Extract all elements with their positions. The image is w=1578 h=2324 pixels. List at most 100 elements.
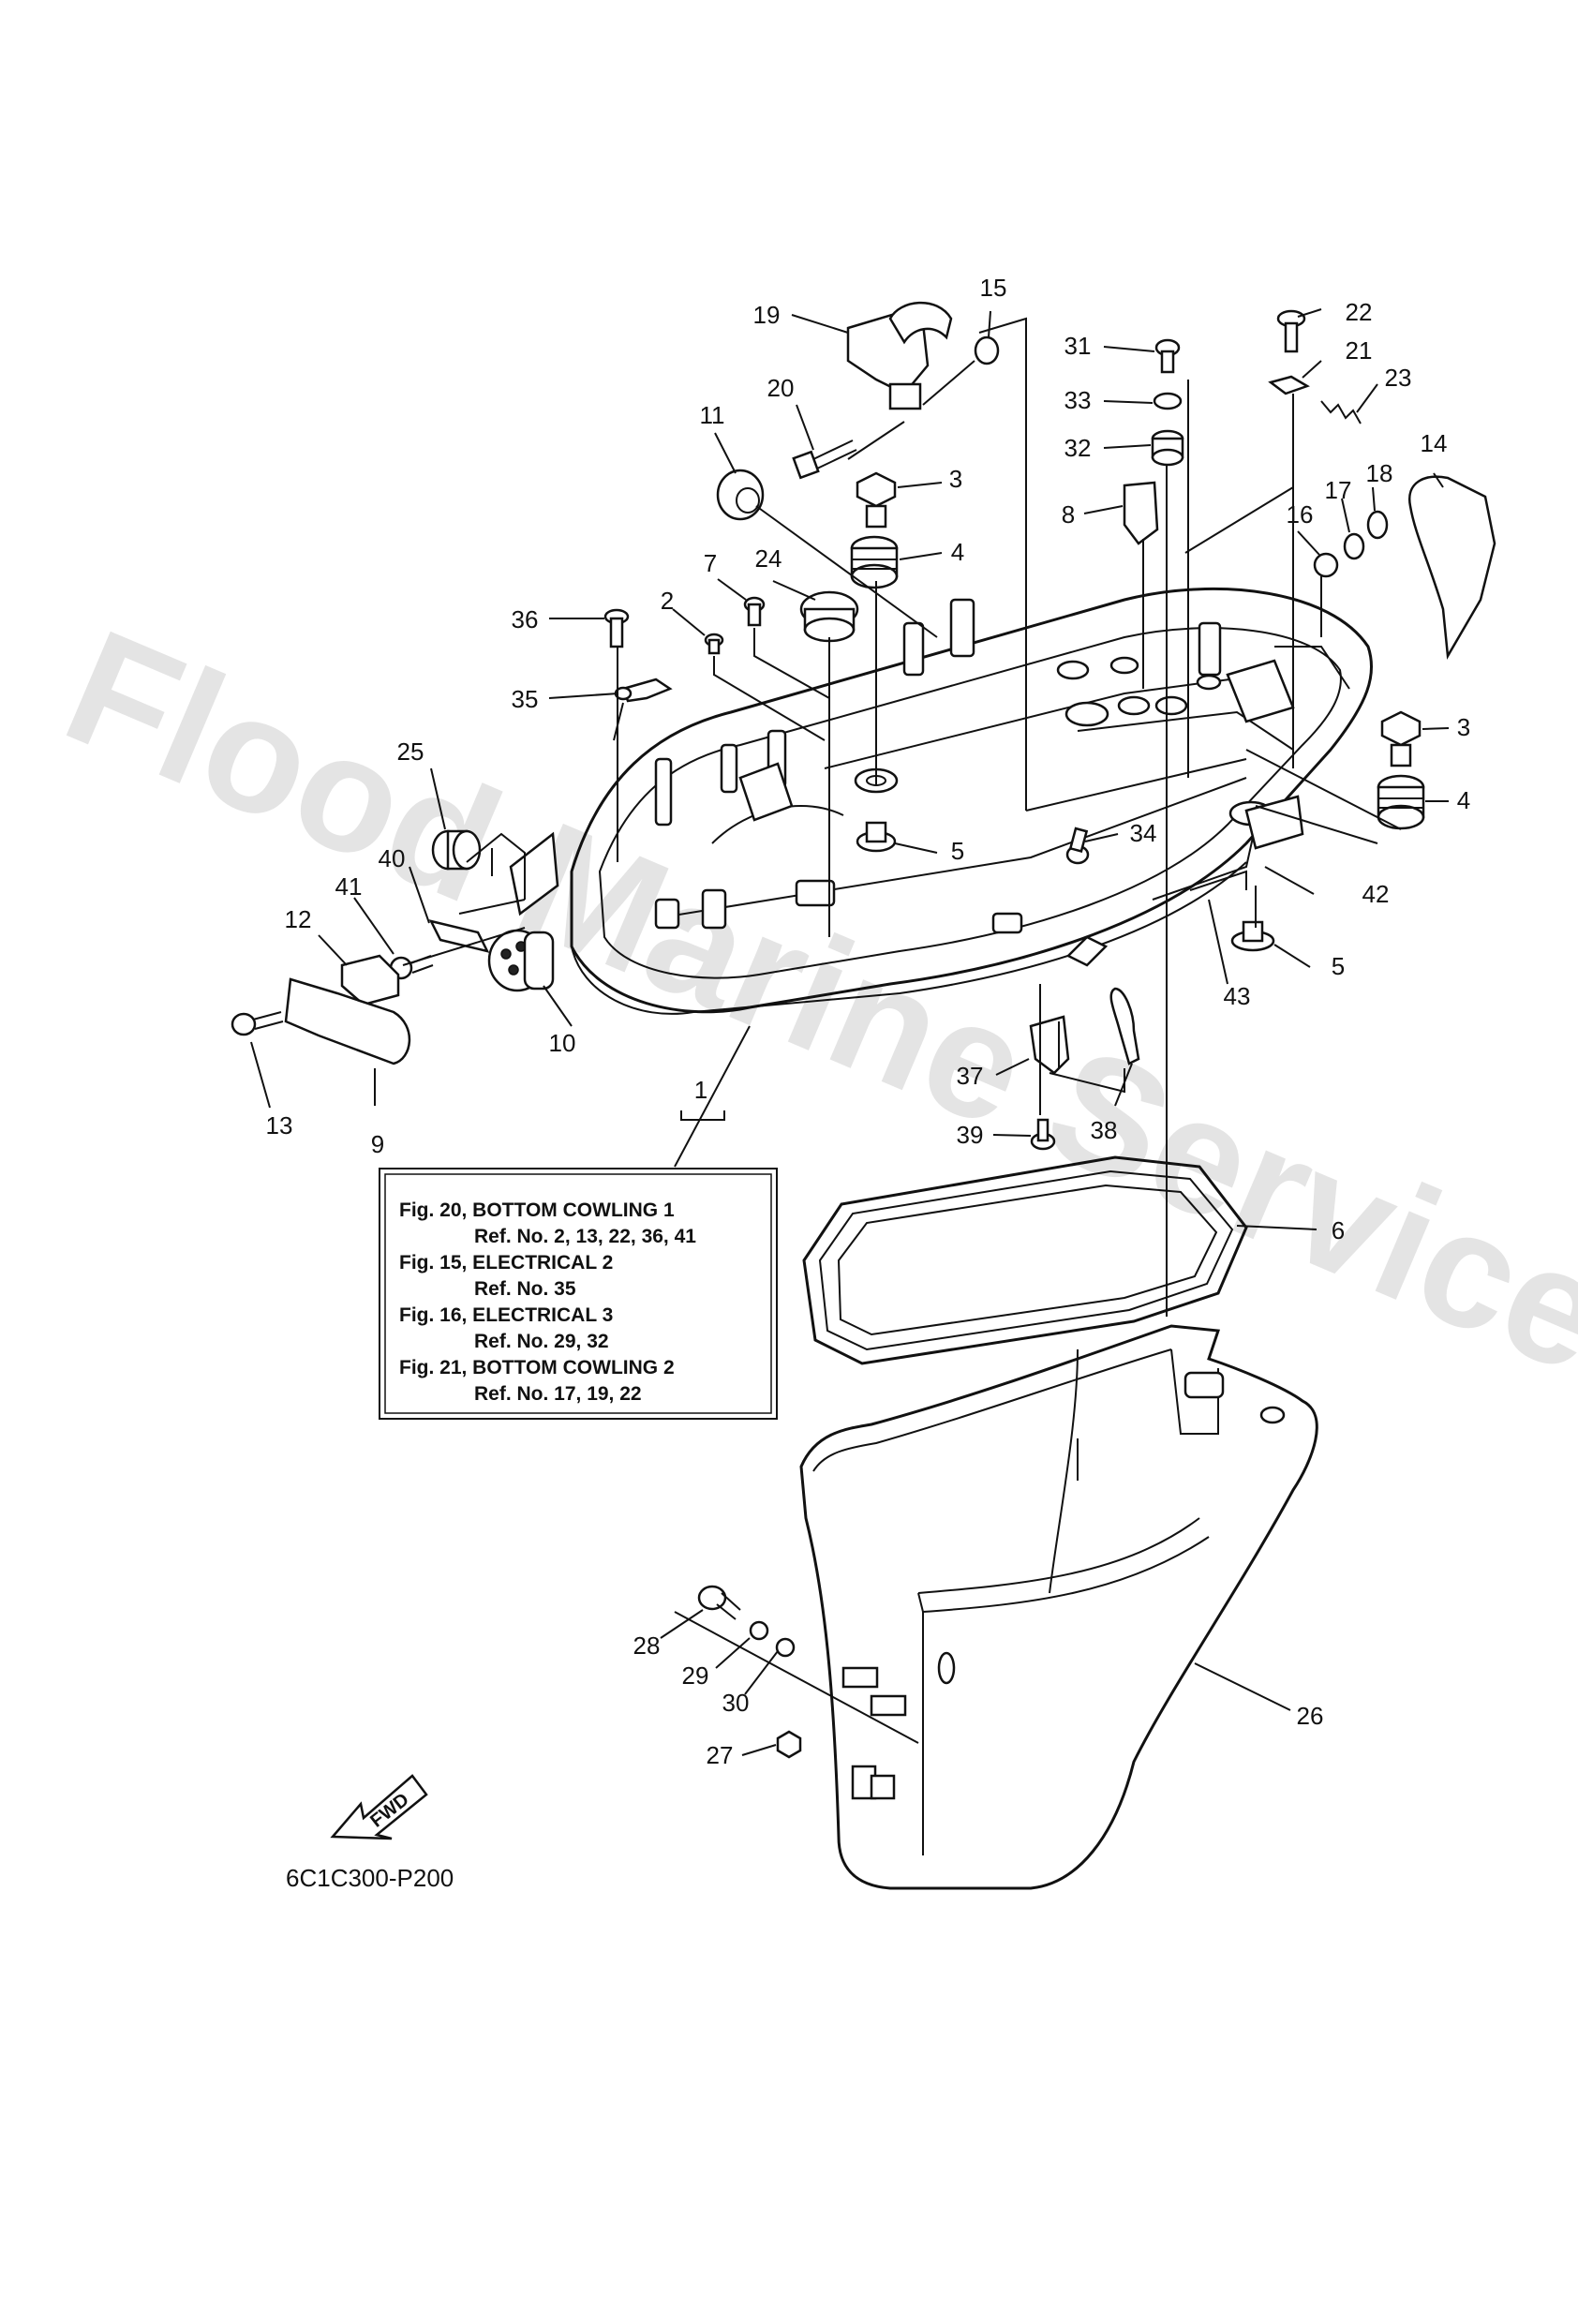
callout-43: 43 xyxy=(1224,982,1251,1010)
part-5-collar-top xyxy=(856,821,897,853)
part-2-pin xyxy=(704,633,724,655)
callout-26: 26 xyxy=(1297,1702,1324,1730)
part-15-grommet xyxy=(974,335,1000,365)
apron-lower-cover xyxy=(799,1324,1318,1890)
callout-6: 6 xyxy=(1332,1216,1345,1244)
ref-line-2: Ref. No. 2, 13, 22, 36, 41 xyxy=(474,1226,696,1247)
callout-5-inner: 5 xyxy=(951,837,964,865)
callout-39: 39 xyxy=(957,1121,984,1149)
part-8-tube xyxy=(1123,481,1159,545)
part-20-bolt xyxy=(792,439,857,480)
callout-35: 35 xyxy=(512,685,539,713)
callout-4-top: 4 xyxy=(951,538,964,566)
ref-line-5: Fig. 16, ELECTRICAL 3 xyxy=(399,1304,613,1326)
part-34-screw xyxy=(1065,827,1090,865)
callout-42: 42 xyxy=(1362,880,1390,908)
ref-line-4: Ref. No. 35 xyxy=(474,1278,576,1300)
callout-28: 28 xyxy=(633,1631,661,1660)
callout-8: 8 xyxy=(1062,500,1075,529)
callout-30: 30 xyxy=(722,1689,750,1717)
part-38-strap xyxy=(1109,987,1140,1065)
part-4-damper-right xyxy=(1377,774,1425,830)
part-17-washer xyxy=(1343,532,1365,560)
part-21-plate xyxy=(1268,375,1310,395)
part-27-nut xyxy=(776,1730,802,1759)
callout-27: 27 xyxy=(707,1741,734,1769)
callout-5-right: 5 xyxy=(1332,952,1345,980)
callout-29: 29 xyxy=(682,1661,709,1690)
callout-32: 32 xyxy=(1064,434,1092,462)
callout-34: 34 xyxy=(1130,819,1157,847)
part-3-bolt-right xyxy=(1380,710,1422,767)
callout-4-right: 4 xyxy=(1457,786,1470,814)
callout-16: 16 xyxy=(1287,500,1314,529)
callout-31: 31 xyxy=(1064,332,1092,360)
leader-lines xyxy=(402,317,1402,1744)
part-9-bracket xyxy=(284,977,411,1065)
callout-20: 20 xyxy=(767,374,795,402)
part-4-damper-top xyxy=(850,535,899,589)
part-7-screw xyxy=(743,596,766,627)
part-32-grommet xyxy=(1151,429,1184,467)
callout-14: 14 xyxy=(1421,429,1448,457)
part-14-lever xyxy=(1407,475,1496,660)
part-25-grommet xyxy=(431,829,482,871)
callout-10: 10 xyxy=(549,1029,576,1057)
part-30-washer xyxy=(775,1637,796,1658)
callout-12: 12 xyxy=(285,905,312,933)
reference-box: Fig. 20, BOTTOM COWLING 1 Ref. No. 2, 13… xyxy=(379,1168,778,1420)
seal-ring xyxy=(802,1155,1248,1365)
callout-37: 37 xyxy=(957,1062,984,1090)
callout-21: 21 xyxy=(1346,336,1373,365)
callout-7: 7 xyxy=(704,549,717,577)
ref-line-6: Ref. No. 29, 32 xyxy=(474,1331,609,1352)
callout-9: 9 xyxy=(371,1130,384,1158)
ref-line-1: Fig. 20, BOTTOM COWLING 1 xyxy=(399,1199,675,1221)
watermark: Flood Marine Services xyxy=(42,595,1578,1443)
part-18-washer xyxy=(1366,510,1389,540)
callout-22: 22 xyxy=(1346,298,1373,326)
part-31-bolt xyxy=(1154,338,1181,374)
part-11-grommet xyxy=(716,469,765,521)
callout-41: 41 xyxy=(335,872,363,901)
part-13-bolt xyxy=(231,1011,284,1036)
callout-36: 36 xyxy=(512,605,539,633)
callout-3-top: 3 xyxy=(949,465,962,493)
part-29-washer xyxy=(749,1620,769,1641)
part-35-clip xyxy=(614,678,673,703)
diagram-code: 6C1C300-P200 xyxy=(286,1864,454,1892)
callout-18: 18 xyxy=(1366,459,1393,487)
callout-1: 1 xyxy=(694,1076,707,1104)
bottom-cowling xyxy=(509,588,1374,1015)
part-24-cap xyxy=(799,590,859,643)
part-22-bolt xyxy=(1276,309,1306,353)
part-16-bushing xyxy=(1313,552,1339,578)
ref-line-3: Fig. 15, ELECTRICAL 2 xyxy=(399,1252,613,1274)
callout-40: 40 xyxy=(379,844,406,872)
callout-24: 24 xyxy=(755,544,782,573)
callout-19: 19 xyxy=(753,301,781,329)
part-33-washer xyxy=(1153,392,1183,410)
part-12-block xyxy=(340,954,400,1006)
callout-numbers: 1 2 3 3 4 4 5 5 6 7 8 9 10 11 12 13 14 1… xyxy=(266,274,1471,1769)
callout-3-right: 3 xyxy=(1457,713,1470,741)
callout-17: 17 xyxy=(1325,476,1352,504)
part-3-bolt-top xyxy=(856,471,897,529)
part-19-bracket xyxy=(846,301,953,410)
callout-13: 13 xyxy=(266,1111,293,1140)
part-39-bolt xyxy=(1030,1118,1056,1151)
callout-11: 11 xyxy=(700,401,725,429)
callout-2: 2 xyxy=(661,587,674,615)
fwd-arrow: FWD xyxy=(330,1774,428,1840)
part-23-spring xyxy=(1320,400,1362,425)
callout-15: 15 xyxy=(980,274,1007,302)
part-28-bolt xyxy=(697,1585,741,1620)
part-36-bolt xyxy=(603,608,630,648)
part-5-collar-right xyxy=(1230,920,1275,952)
callout-leaders xyxy=(250,308,1450,1756)
callout-33: 33 xyxy=(1064,386,1092,414)
callout-23: 23 xyxy=(1385,364,1412,392)
ref-line-7: Fig. 21, BOTTOM COWLING 2 xyxy=(399,1357,675,1378)
part-10-grommet xyxy=(487,929,555,992)
